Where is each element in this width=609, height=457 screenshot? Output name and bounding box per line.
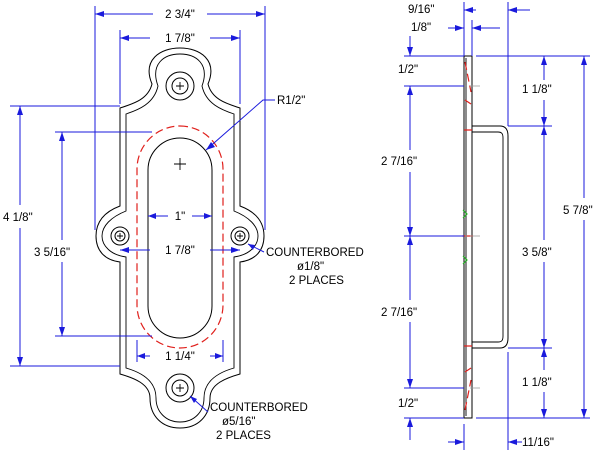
side-holes-note-line3: 2 PLACES [289,275,344,287]
dim-bottom-width-label: 1 1/4" [165,351,195,363]
dim-side-overall-height: 5 7/8" [552,55,593,419]
side-holes-note-line1: COUNTERBORED [266,247,364,259]
dim-overall-width: 2 3/4" [94,6,266,230]
dim-right-3: 1 1/8" [522,377,552,389]
dim-hole-spacing-top: 1 7/8" [119,30,241,104]
dim-side-overall-height-label: 5 7/8" [563,205,593,217]
dim-top-offset-label: 9/16" [408,4,434,16]
dim-side-hole-spacing: 1 7/8" [120,245,240,257]
dim-inner-width: 1" [148,211,212,223]
top-hole [165,71,195,101]
dim-overall-width-label: 2 3/4" [165,9,195,21]
end-holes-note: COUNTERBORED ø5/16" 2 PLACES [189,395,308,442]
dim-top-offset: 9/16" [408,2,530,126]
dim-right-1: 1 1/8" [522,84,552,96]
front-view: 2 3/4" 1 7/8" R1/2" 1" 1 7/8" [3,6,364,442]
dim-left-1: 1/2" [398,64,418,76]
side-holes-note-line2: ø1/8" [297,261,324,273]
dim-overall-height: 4 1/8" [3,105,120,367]
dim-left-4: 1/2" [398,398,418,410]
side-plate [463,55,473,419]
dim-bottom-width: 1 1/4" [136,340,224,363]
dim-depth: 11/16" [448,352,554,450]
centre-mark [174,158,186,170]
dim-overall-height-label: 4 1/8" [3,212,33,224]
dim-left-3: 2 7/16" [381,307,417,319]
end-holes-note-line2: ø5/16" [222,416,256,428]
dim-recess-height-label: 3 5/16" [34,247,70,259]
plate-inner-outline [101,53,259,423]
dim-side-hole-spacing-label: 1 7/8" [165,245,195,257]
dim-inner-width-label: 1" [175,211,185,223]
dim-plate-thickness: 1/8" [411,20,500,56]
finger-slot [147,137,213,339]
dim-left-chain: 1/2" 2 7/16" 2 7/16" 1/2" [381,36,464,440]
dim-radius: R1/2" [205,95,305,151]
side-view: 9/16" 1/8" 1/2" 2 7/16" 2 7/16" 1/2" 1 1… [381,2,593,450]
dim-right-chain: 1 1/8" 3 5/8" 1 1/8" [476,55,552,419]
side-pull [472,125,509,349]
plate-outline [95,47,265,429]
dim-left-2: 2 7/16" [381,156,417,168]
recess-outline [136,125,224,349]
dim-right-2: 3 5/8" [522,247,552,259]
dim-plate-thickness-label: 1/8" [411,22,431,34]
dim-radius-label: R1/2" [277,95,305,107]
dim-recess-height: 3 5/16" [34,131,152,337]
bottom-hole [165,373,195,403]
end-holes-note-line1: COUNTERBORED [210,402,308,414]
dim-hole-spacing-top-label: 1 7/8" [165,33,195,45]
end-holes-note-line3: 2 PLACES [216,430,271,442]
right-hole [230,226,250,246]
dim-depth-label: 11/16" [522,437,554,449]
side-holes-note: COUNTERBORED ø1/8" 2 PLACES [247,243,364,287]
left-hole [110,226,130,246]
